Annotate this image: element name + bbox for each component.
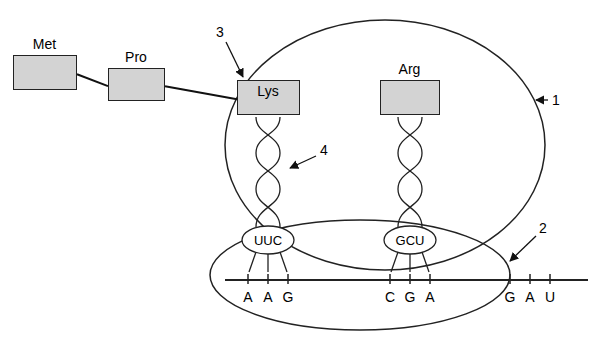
amino-acid-name: Pro [125,50,147,64]
amino-acid-box: Lys [237,80,300,115]
trna-lys [242,117,294,272]
codon-base: G [405,290,416,304]
amino-acid-name: Arg [399,62,421,76]
amino-acid-box: Arg [380,80,440,115]
callout-number: 2 [539,221,547,235]
large-subunit [225,20,545,270]
small-subunit [210,220,510,330]
amino-acid-name: Met [33,37,56,51]
codon-base: G [505,290,516,304]
callout-number: 4 [320,143,328,157]
anticodon-text: UUC [254,234,282,247]
amino-acid-box: Pro [108,68,165,101]
amino-acid-box: Met [13,55,77,90]
codon-base: A [243,290,252,304]
codon-base: G [283,290,294,304]
callout-number: 1 [552,93,560,107]
codon-base: A [263,290,272,304]
peptide-bond-line [77,74,108,86]
trna-arg [384,117,436,272]
callout-number: 3 [216,25,224,39]
codon-base: C [385,290,395,304]
codon-base: U [545,290,555,304]
callout-arrows [226,42,548,261]
anticodon-text: GCU [396,234,425,247]
amino-acid-name: Lys [257,84,278,98]
codon-base: A [525,290,534,304]
codon-base: A [425,290,434,304]
mrna-strand [225,279,588,281]
codon-ticks [248,274,550,284]
peptide-bond-line [165,86,237,99]
